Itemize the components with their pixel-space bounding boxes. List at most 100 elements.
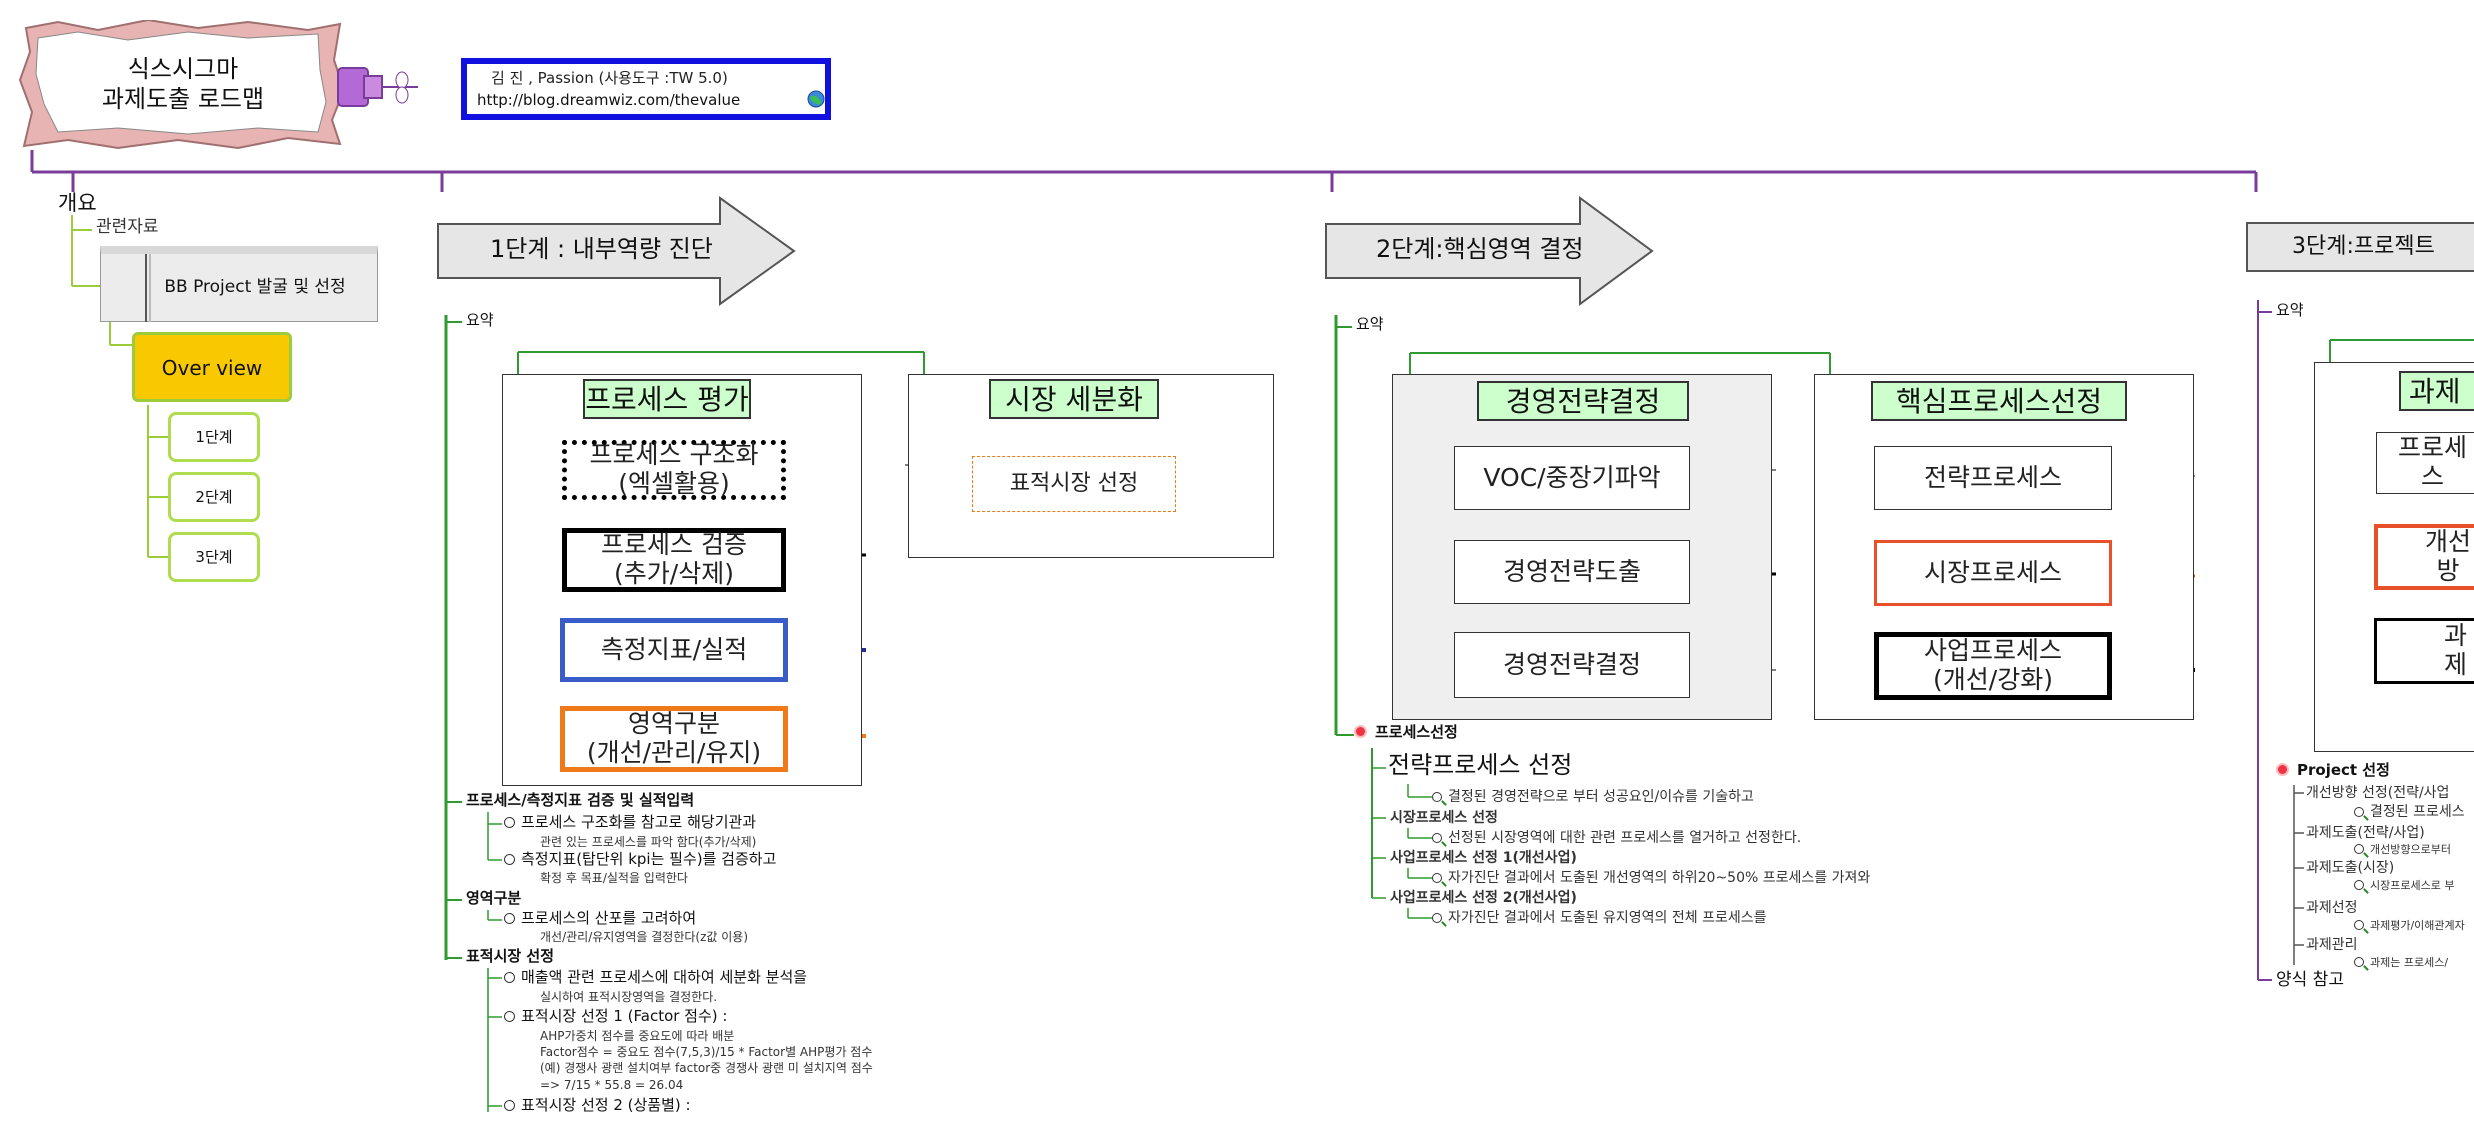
- magnifier-icon: [2354, 807, 2364, 817]
- business-process-label: 사업프로세스 (개선/강화): [1923, 636, 2062, 694]
- strategy-header: 경영전략결정: [1477, 381, 1689, 421]
- s2-note-b-sub-text: 선정된 시장영역에 대한 관련 프로세스를 열거하고 선정한다.: [1448, 830, 1802, 846]
- over-view-label: Over view: [161, 356, 263, 380]
- s1-note-b: 측정지표(탑단위 kpi는 필수)를 검증하고: [504, 850, 777, 868]
- stage3-task-label: 과제: [2443, 621, 2467, 679]
- s2-notes-title-text: 프로세스선정: [1375, 723, 1458, 741]
- s3-note-d-sub-text: 과제평가/이해관계자: [2370, 919, 2465, 932]
- stage1-summary[interactable]: 요약: [466, 311, 494, 329]
- strategic-process-box[interactable]: 전략프로세스: [1874, 446, 2112, 510]
- s3-note-c-sub: 시장프로세스로 부: [2354, 879, 2455, 893]
- s3-note-d-sub: 과제평가/이해관계자: [2354, 919, 2465, 933]
- market-process-box[interactable]: 시장프로세스: [1874, 540, 2112, 606]
- voc-box[interactable]: VOC/중장기파악: [1454, 446, 1690, 510]
- process-structuring-box[interactable]: 프로세스 구조화 (엑셀활용): [562, 440, 786, 500]
- s3-note-a-text: 매출액 관련 프로세스에 대하여 세분화 분석을: [521, 968, 808, 986]
- s3-note-f[interactable]: 양식 참고: [2276, 970, 2344, 990]
- title-line2: 과제도출 로드맵: [101, 85, 265, 113]
- related-materials[interactable]: 관련자료: [96, 217, 159, 237]
- s2-note-a-text: 프로세스의 산포를 고려하여: [521, 909, 697, 927]
- s3-note-b-l3: (예) 경쟁사 광랜 설치여부 factor중 경쟁사 광랜 미 설치지역 점수: [540, 1061, 873, 1075]
- stage2-title: 2단계:핵심영역 결정: [1376, 235, 1584, 263]
- title-line1: 식스시그마: [127, 55, 239, 83]
- s2-note-a-sub-text: 결정된 경영전략으로 부터 성공요인/이슈를 기술하고: [1448, 789, 1754, 805]
- strategy-decide-box[interactable]: 경영전략결정: [1454, 632, 1690, 698]
- stage3-task-box[interactable]: 과제: [2374, 618, 2474, 684]
- step1-button[interactable]: 1단계: [168, 412, 260, 462]
- process-verify-box[interactable]: 프로세스 검증 (추가/삭제): [562, 528, 786, 592]
- s2-note-a: 프로세스의 산포를 고려하여: [504, 909, 697, 927]
- strategy-derive-box[interactable]: 경영전략도출: [1454, 540, 1690, 604]
- step1-label: 1단계: [195, 428, 233, 446]
- stage3-summary[interactable]: 요약: [2276, 301, 2304, 319]
- step3-button[interactable]: 3단계: [168, 532, 260, 582]
- s2-note-c-title[interactable]: 사업프로세스 선정 1(개선사업): [1390, 850, 1577, 866]
- s3-note-a[interactable]: 개선방향 선정(전략/사업: [2306, 785, 2450, 801]
- selected-marker-icon: [2276, 763, 2289, 776]
- circle-icon: [504, 1011, 515, 1022]
- magnifier-icon: [2354, 880, 2364, 890]
- s3-note-c[interactable]: 과제도출(시장): [2306, 860, 2395, 876]
- step2-label: 2단계: [195, 488, 233, 506]
- s3-note-c: 표적시장 선정 2 (상품별) :: [504, 1096, 691, 1114]
- s3-note-d[interactable]: 과제선정: [2306, 900, 2358, 916]
- stage1-arrow-shape: [437, 196, 796, 306]
- s3-note-b[interactable]: 과제도출(전략/사업): [2306, 825, 2425, 841]
- author-url[interactable]: http://blog.dreamwiz.com/thevalue: [477, 91, 741, 109]
- metrics-box[interactable]: 측정지표/실적: [560, 618, 788, 682]
- stage3-improve-box[interactable]: 개선방: [2374, 524, 2474, 590]
- s1-note-a-sub: 관련 있는 프로세스를 파악 함다(추가/삭제): [540, 835, 757, 849]
- s2-note-b-title[interactable]: 시장프로세스 선정: [1390, 810, 1498, 826]
- magnifier-icon: [1432, 913, 1442, 923]
- bb-project-label: BB Project 발굴 및 선정: [164, 277, 346, 297]
- target-market-box[interactable]: 표적시장 선정: [972, 456, 1176, 512]
- process-structuring-label: 프로세스 구조화 (엑셀활용): [589, 440, 759, 498]
- over-view-button[interactable]: Over view: [132, 332, 292, 402]
- s3-note-title[interactable]: 표적시장 선정: [466, 947, 555, 965]
- stage3-process-box[interactable]: 프로세스: [2376, 432, 2474, 494]
- s1-note-b-sub: 확정 후 목표/실적을 입력한다: [540, 871, 688, 885]
- business-process-box[interactable]: 사업프로세스 (개선/강화): [1874, 632, 2112, 700]
- s2-note-d-title[interactable]: 사업프로세스 선정 2(개선사업): [1390, 890, 1577, 906]
- process-verify-label: 프로세스 검증 (추가/삭제): [601, 530, 747, 588]
- author-line: 김 진 , Passion (사용도구 :TW 5.0): [491, 69, 728, 87]
- author-box: 김 진 , Passion (사용도구 :TW 5.0) http://blog…: [461, 58, 831, 120]
- s3-note-b-l2: Factor점수 = 중요도 점수(7,5,3)/15 * Factor별 AH…: [540, 1045, 873, 1059]
- s2-note-title[interactable]: 영역구분: [466, 889, 522, 907]
- s2-note-b-sub: 선정된 시장영역에 대한 관련 프로세스를 열거하고 선정한다.: [1432, 830, 1801, 846]
- area-division-box[interactable]: 영역구분 (개선/관리/유지): [560, 706, 788, 772]
- bb-project-box[interactable]: BB Project 발굴 및 선정: [100, 246, 378, 322]
- s3-note-a-sub: 실시하여 표적시장영역을 결정한다.: [540, 990, 718, 1004]
- s1-note-a-text: 프로세스 구조화를 참고로 해당기관과: [521, 813, 757, 831]
- s1-note-a: 프로세스 구조화를 참고로 해당기관과: [504, 813, 757, 831]
- stage3-title: 3단계:프로젝트: [2292, 234, 2435, 259]
- s2-note-a-title[interactable]: 전략프로세스 선정: [1388, 751, 1573, 779]
- process-eval-header: 프로세스 평가: [583, 379, 751, 419]
- step2-button[interactable]: 2단계: [168, 472, 260, 522]
- magnifier-icon: [2354, 920, 2364, 930]
- s3-note-a-sub-text: 결정된 프로세스: [2370, 804, 2465, 820]
- selected-marker-icon: [1354, 725, 1367, 738]
- stage3-arrow[interactable]: 3단계:프로젝트: [2246, 222, 2474, 272]
- title-card: 식스시그마 과제도출 로드맵: [18, 20, 348, 150]
- s1-note-b-text: 측정지표(탑단위 kpi는 필수)를 검증하고: [521, 850, 777, 868]
- stage2-arrow-shape: [1325, 196, 1654, 306]
- s3-note-b-sub-text: 개선방향으로부터: [2370, 843, 2451, 856]
- s3-note-c-sub-text: 시장프로세스로 부: [2370, 879, 2455, 892]
- strategic-process-label: 전략프로세스: [1923, 462, 2062, 492]
- globe-icon: [807, 90, 825, 108]
- s3-notes-title[interactable]: Project 선정: [2276, 761, 2390, 779]
- stage2-summary[interactable]: 요약: [1356, 315, 1384, 333]
- s3-note-b-l1: AHP가중치 점수를 중요도에 따라 배분: [540, 1029, 735, 1043]
- s2-notes-title[interactable]: 프로세스선정: [1354, 723, 1458, 741]
- magnifier-icon: [2354, 844, 2364, 854]
- strategy-decide-label: 경영전략결정: [1502, 649, 1641, 679]
- stage3-process-label: 프로세스: [2397, 433, 2467, 491]
- stage1-arrow[interactable]: 1단계 : 내부역량 진단: [436, 196, 798, 306]
- stage2-arrow[interactable]: 2단계:핵심영역 결정: [1324, 196, 1656, 306]
- s1-note-title[interactable]: 프로세스/측정지표 검증 및 실적입력: [466, 791, 695, 809]
- stage3-header: 과제: [2399, 371, 2474, 411]
- circle-icon: [504, 913, 515, 924]
- magnifier-icon: [2354, 957, 2364, 967]
- s3-note-e[interactable]: 과제관리: [2306, 937, 2358, 953]
